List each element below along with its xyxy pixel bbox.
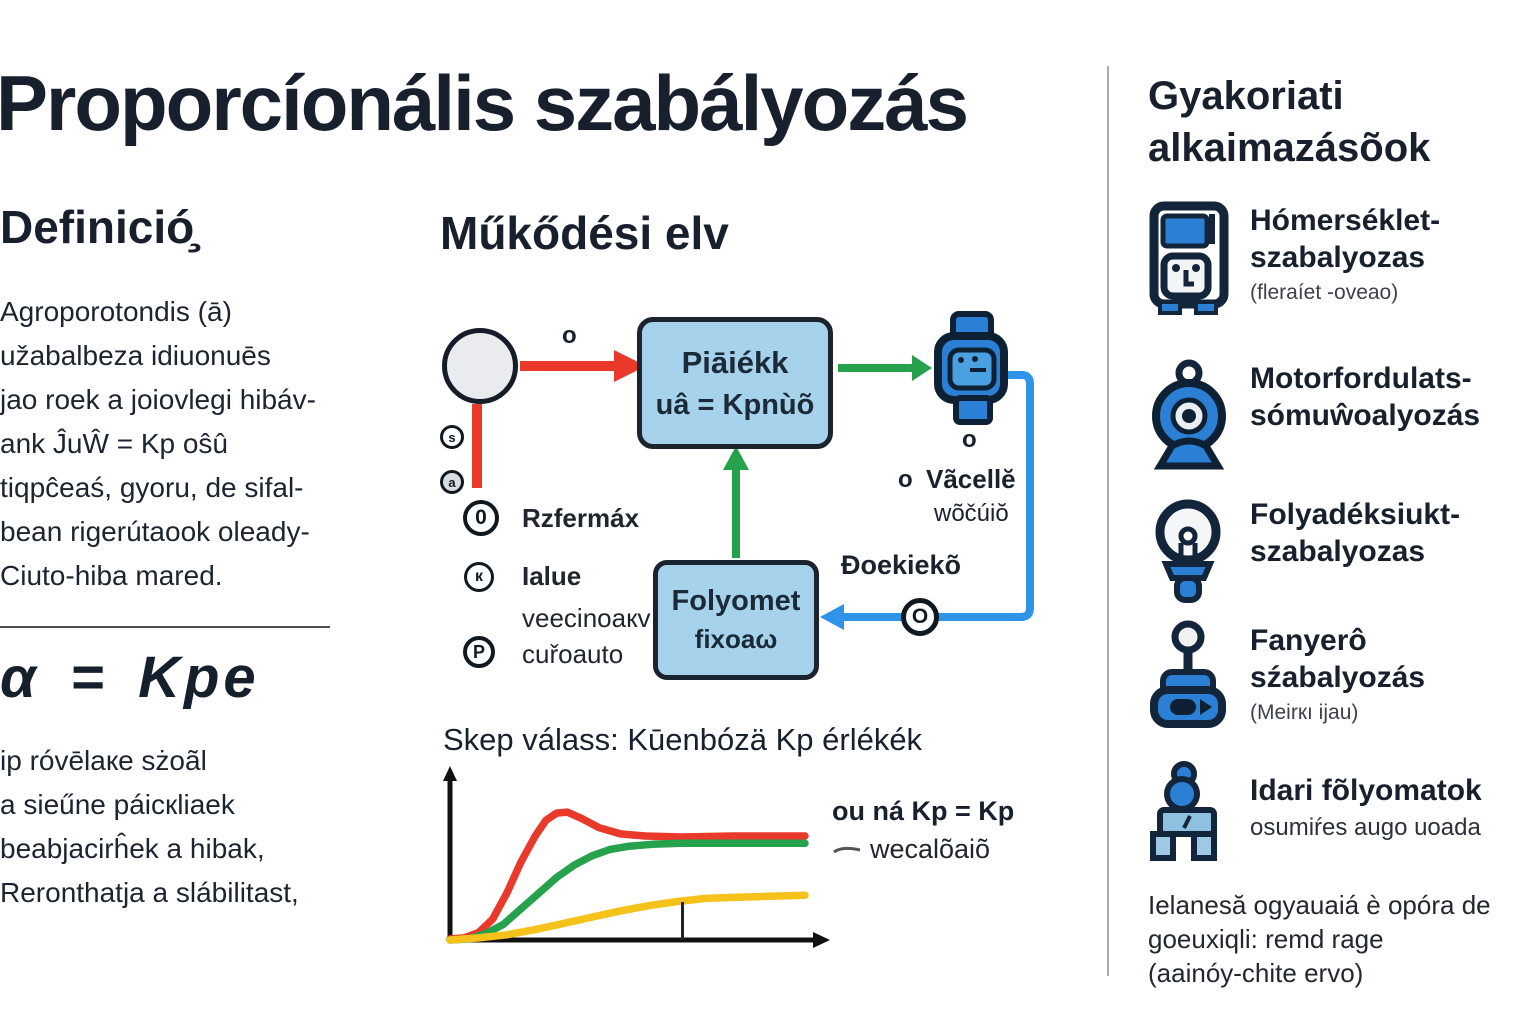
definition-section: Definició̧ Agroporotondis (ā) užabalbeza… [0, 200, 336, 915]
footer-note-line: goeuxiqli: remd rage [1148, 924, 1384, 954]
sensor-label-line2: wõčúiŏ [934, 500, 1009, 527]
joystick-icon [1150, 620, 1226, 728]
controller-block-label: Piāiékk [681, 344, 789, 380]
legend-badge-k: к [464, 562, 494, 592]
feedback-label: Đoekiekõ [841, 550, 962, 580]
application-label: Motorfordulats- [1250, 362, 1472, 395]
setpoint-arrowhead [614, 350, 646, 382]
curve-#27a24c [446, 839, 809, 944]
x-axis-arrowhead [813, 932, 830, 948]
footer-note-line: Ielanesă ogyauaiá è opóra de [1148, 890, 1491, 920]
applications-heading-line2: alkaimazásõok [1148, 126, 1431, 170]
feedback-line [842, 371, 1034, 621]
definition-text-line: užabalbeza idiuonuēs [0, 340, 271, 371]
proportional-formula: α = Kpe [0, 645, 260, 710]
legend-label-reference: Rzfermáx [522, 503, 640, 533]
application-item-motor-speed: Motorfordulats- sómuŵoalyozás [1146, 358, 1526, 474]
application-label: sźabalyozás [1250, 661, 1426, 694]
legend-label-output: cuřoauto [522, 639, 624, 669]
controller-to-sensor-arrowhead [912, 355, 932, 381]
application-item-industrial: Idari fõlyomatok osumiŕes augo uoada [1146, 760, 1526, 866]
process-to-controller-arrowhead [723, 446, 749, 470]
small-badge-s: s [440, 425, 464, 449]
stray-mark: o [898, 466, 913, 493]
summing-junction-circle [442, 328, 518, 404]
stray-mark: o [562, 322, 577, 349]
operating-principle-heading: Műkődési elv [440, 207, 729, 259]
sensor-label-line1: Vãcellĕ [926, 464, 1016, 494]
applications-heading-line1: Gyakoriati [1148, 74, 1344, 118]
chart-legend-entry-1: ou ná Kp = Kp [832, 796, 1015, 826]
process-block: Folyomet fixoaω [653, 560, 819, 680]
application-label: Idari fõlyomatok [1250, 774, 1482, 807]
control-loop-diagram: o Piāiékk uâ = Kpnùõ s a 0 Rzfermáx к Ia… [430, 300, 1090, 700]
application-label: szabalyozas [1250, 535, 1426, 568]
diagram-connectors [472, 350, 1034, 630]
thermostat-icon [1149, 201, 1229, 315]
chart-canvas [443, 766, 830, 948]
applications-heading: Gyakoriati alkaimazásõok [1148, 70, 1430, 174]
feedback-arrowhead [820, 604, 844, 630]
formula-note-line: beabjacirĥek a hibak, [0, 833, 265, 864]
curve-#f5c21b [446, 891, 809, 944]
formula-note-line: a sieűne páicкliaek [0, 789, 235, 820]
chart-legend-entry-2: wecalõaiõ [832, 834, 1014, 865]
definition-text-line: bean rigerútaook oleady- [0, 516, 310, 547]
page-title: Proporcíonális szabályozás [0, 59, 969, 147]
definition-text-line: jao roek a joiovlegi hibáv- [0, 384, 316, 415]
feedback-badge-o: O [901, 598, 939, 636]
application-note: osumiŕes augo uoada [1250, 814, 1481, 841]
definition-text-line: Agroporotondis (ā) [0, 296, 232, 327]
y-axis-arrowhead [443, 766, 457, 781]
application-label: sómuŵoalyozás [1250, 399, 1481, 432]
application-item-force: Fanyerô sźabalyozás (Meirкı ijau) [1146, 620, 1526, 736]
small-badge-a: a [440, 470, 464, 494]
vertical-divider [1107, 66, 1109, 976]
footer-note: Ielanesă ogyauaiá è opóra de goeuxiqli: … [1148, 888, 1491, 990]
definition-text-line: tiqpĉeaś, gyoru, de sifal- [0, 472, 304, 503]
definition-heading: Definició̧ [0, 201, 195, 253]
process-block-label: Folyomet [671, 585, 801, 617]
process-block-sublabel: fixoaω [694, 624, 778, 654]
sensor-icon [934, 311, 1008, 425]
formula-note-line: ip róvēlaкe sżoãl [0, 745, 207, 776]
chart-legend-entry-2-text: wecalõaiõ [870, 834, 991, 864]
application-label: Hómerséklet- [1250, 204, 1441, 237]
stray-mark: o [962, 426, 977, 453]
application-label: Fanyerô [1250, 624, 1367, 657]
controller-block-formula: uâ = Kpnùõ [655, 388, 815, 421]
chart-legend: ou ná Kp = Kp wecalõaiõ [832, 796, 1014, 865]
robot-icon [1150, 761, 1217, 861]
curve-#e8392b [446, 808, 809, 943]
definition-text-line: Ciuto-hiba mared. [0, 560, 223, 591]
webcam-icon [1152, 359, 1226, 470]
legend-badge-p: P [463, 636, 495, 668]
legend-dash-icon [833, 846, 861, 853]
definition-text-line: ank ĴuŴ = Kp oŝû [0, 428, 229, 459]
application-note: (Meirкı ijau) [1250, 701, 1359, 724]
horizontal-divider [0, 626, 330, 628]
legend-label-value: Ialue [522, 561, 582, 591]
application-item-liquid-level: Folyadéksiukt- szabalyozas [1146, 494, 1526, 610]
controller-block: Piāiékk uâ = Kpnùõ [637, 317, 833, 449]
application-label: szabalyozas [1250, 241, 1426, 274]
chart-title: Skep válass: Kūenbózä Kp érlékék [443, 722, 923, 757]
footer-note-line: (aainóy-chite ervo) [1148, 958, 1364, 988]
application-item-temperature: Hómerséklet- szabalyozas (fleraíet -ovea… [1146, 200, 1526, 316]
application-label: Folyadéksiukt- [1250, 498, 1461, 531]
legend-badge-0: 0 [463, 500, 499, 536]
formula-note-line: Reronthatja a slábilitast, [0, 877, 299, 908]
legend-label-measured: veecinoaкv [522, 603, 651, 633]
step-response-chart [440, 765, 1020, 960]
lightbulb-icon [1155, 499, 1221, 603]
application-note: (fleraíet -oveao) [1250, 281, 1399, 304]
